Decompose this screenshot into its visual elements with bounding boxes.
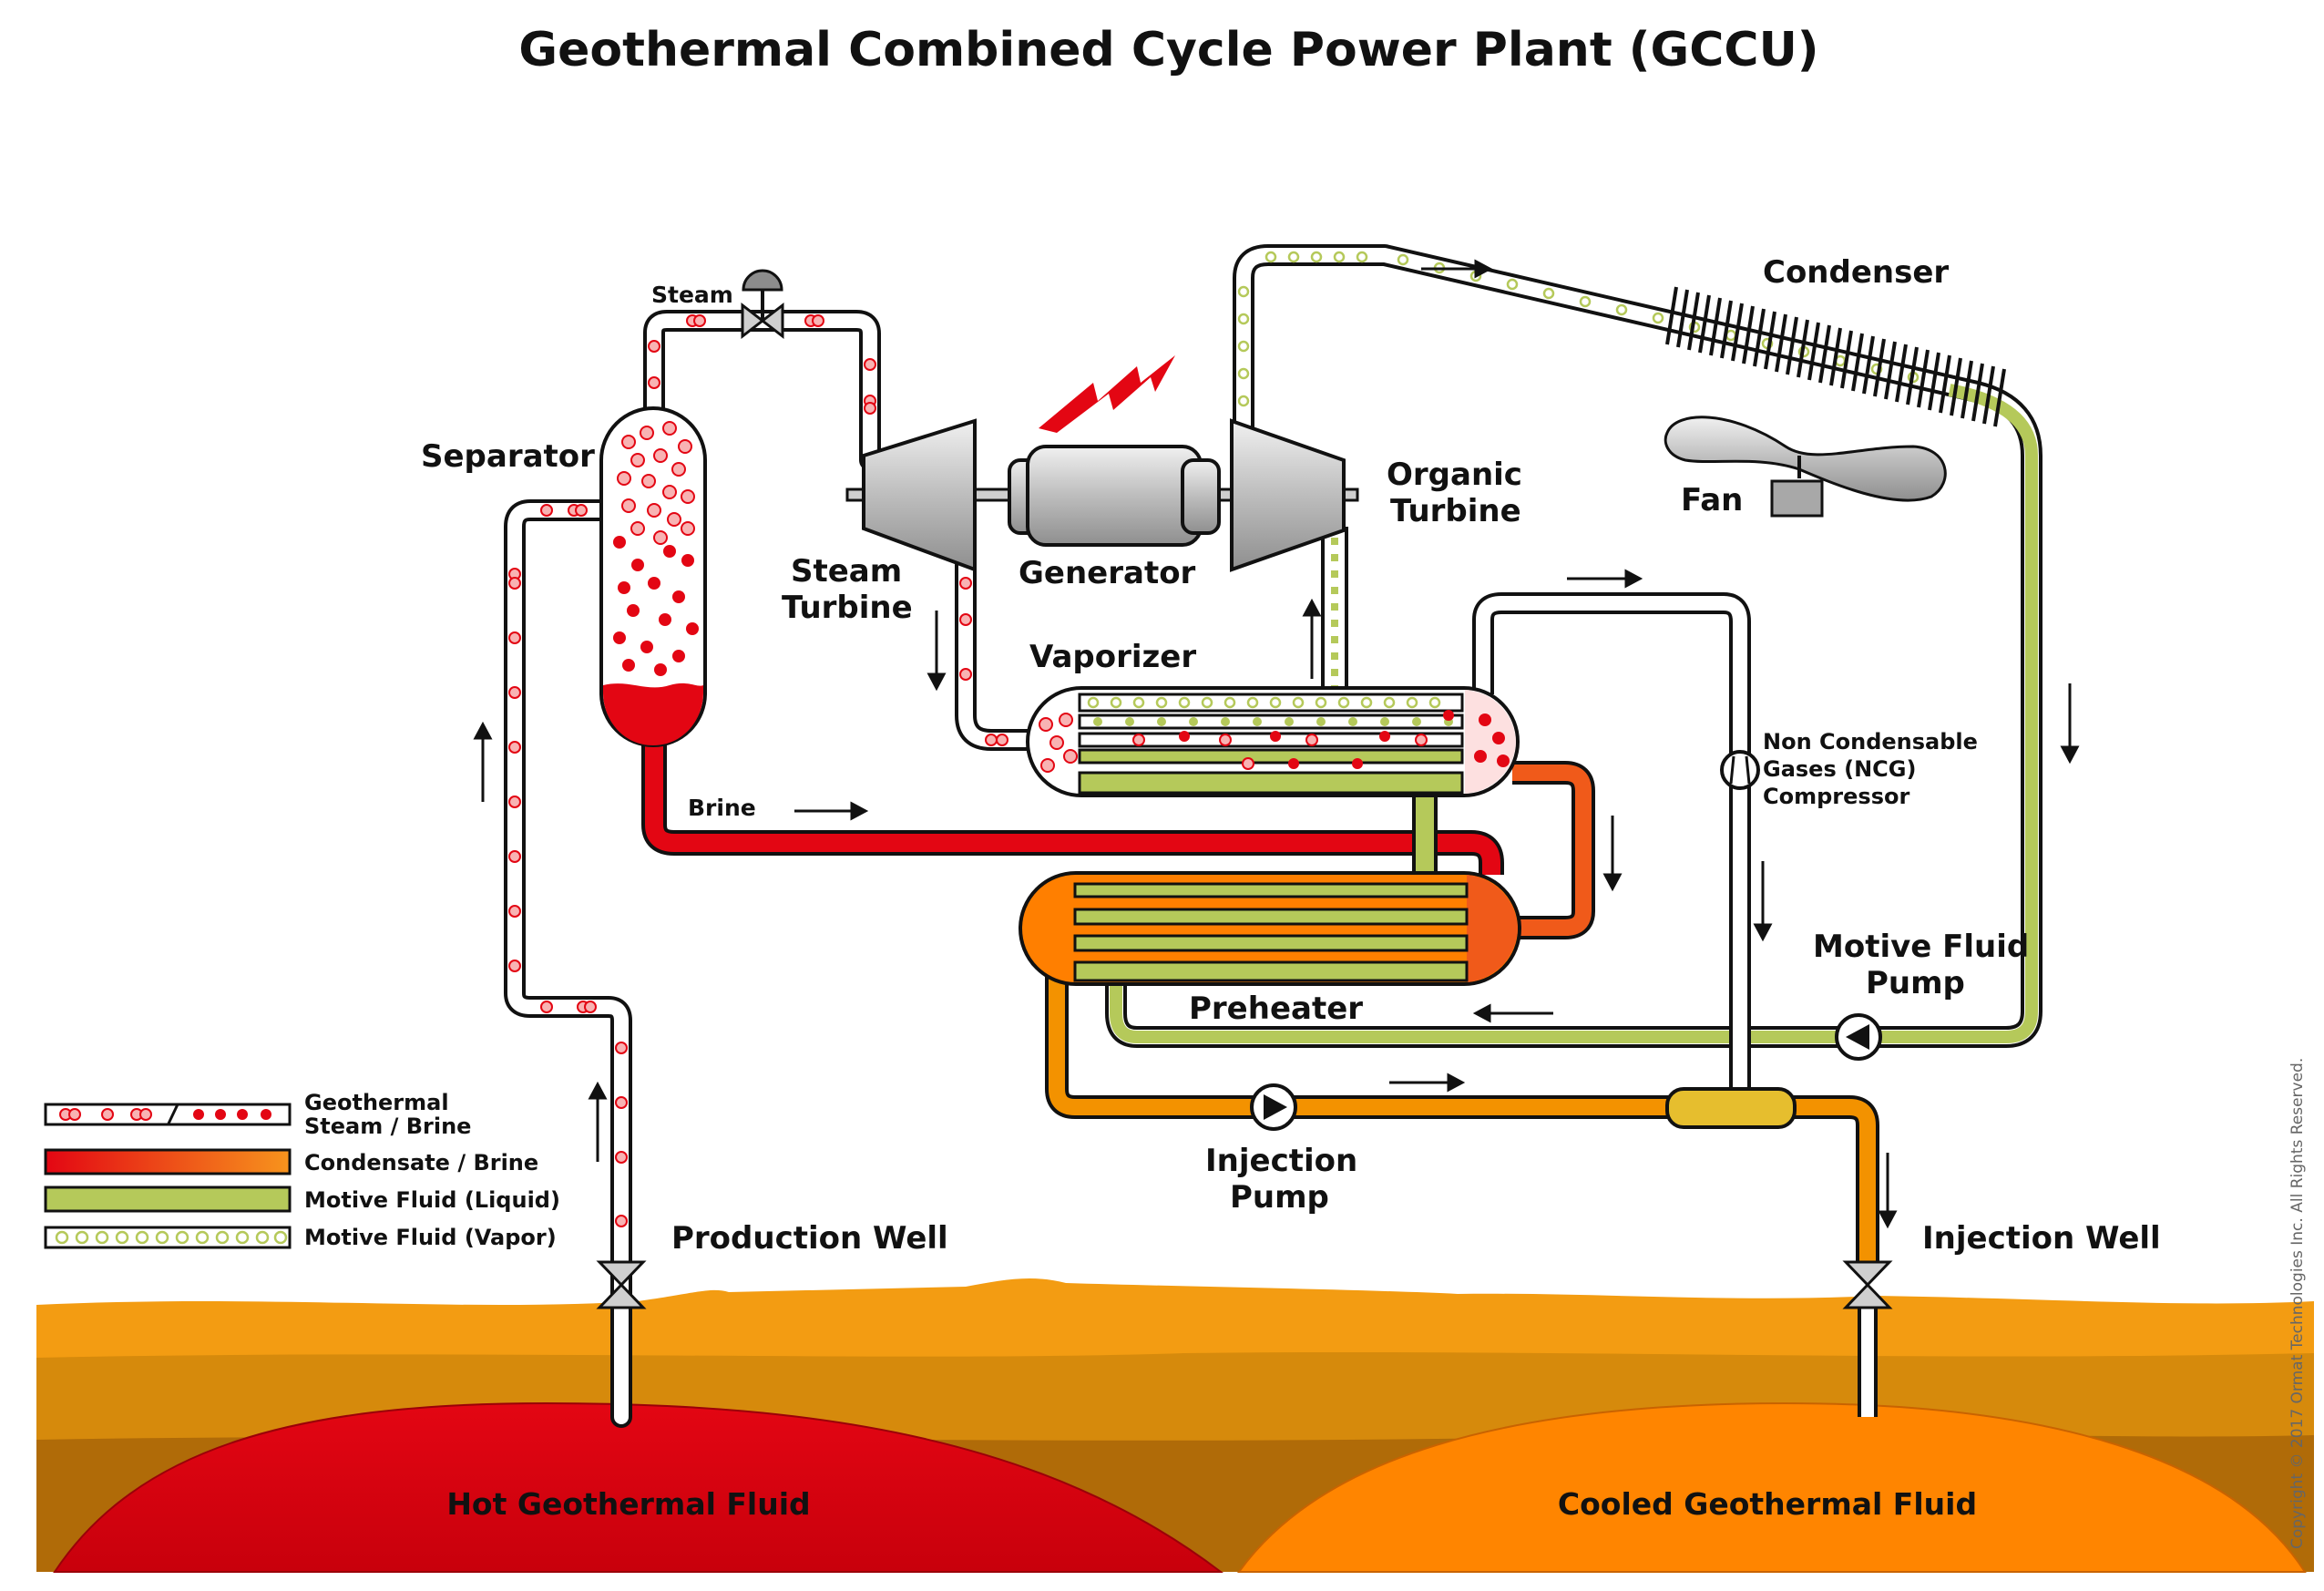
cooled-fluid-reservoir	[1237, 1401, 2307, 1573]
generator-label: Generator	[1019, 555, 1196, 591]
preheater	[1019, 871, 1521, 986]
vapor-feed-pipe	[1321, 527, 1348, 694]
legend-swatch-liquid	[44, 1186, 292, 1213]
steam-pipe	[643, 310, 1049, 751]
ncg-compressor	[1720, 750, 1760, 790]
ncg-pipe	[1472, 592, 1751, 1103]
condensate-pipe	[1512, 761, 1595, 939]
separator-label: Separator	[421, 438, 595, 475]
condenser	[1665, 286, 2006, 427]
legend-vapor-label: Motive Fluid (Vapor)	[304, 1225, 557, 1250]
hot-fluid-reservoir	[53, 1401, 1223, 1573]
copyright-text: Copyright © 2017 Ormat Technologies Inc.…	[2288, 1058, 2307, 1549]
legend-steam-brine-label-2: Steam / Brine	[304, 1114, 471, 1139]
lightning-icon	[1039, 355, 1175, 433]
injection-pump-label-1: Injection	[1205, 1143, 1357, 1179]
production-pipe	[504, 499, 632, 1428]
injection-well-label: Injection Well	[1922, 1220, 2161, 1257]
steam-label: Steam	[651, 282, 733, 308]
vaporizer-brine-drops	[1179, 710, 1510, 769]
steam-turbine	[862, 418, 977, 572]
ncg-label-2: Gases (NCG)	[1763, 756, 1916, 782]
legend-swatch-steam	[44, 1103, 292, 1126]
vaporizer-vapor-dots	[1087, 696, 1441, 709]
injection-well-valve	[1842, 1260, 1893, 1309]
fan-label: Fan	[1681, 482, 1743, 518]
ncg-label-3: Compressor	[1763, 784, 1909, 809]
green-connector	[1412, 793, 1438, 888]
brine-pipe	[641, 720, 1504, 876]
organic-turbine-label-1: Organic	[1387, 457, 1522, 493]
motive-fluid-pump	[1835, 1013, 1882, 1061]
separator-steam-bubbles	[617, 421, 695, 545]
steam-turbine-label-2: Turbine	[782, 590, 913, 626]
hot-fluid-label: Hot Geothermal Fluid	[446, 1486, 810, 1522]
steam-valve	[741, 269, 784, 340]
brine-label: Brine	[688, 795, 756, 821]
injection-pump-label-2: Pump	[1230, 1179, 1329, 1216]
page-title: Geothermal Combined Cycle Power Plant (G…	[518, 23, 1818, 77]
vapor-dots	[1237, 251, 1920, 407]
injection-pipe	[1045, 966, 1879, 1417]
legend-condensate-label: Condensate / Brine	[304, 1150, 538, 1175]
separator-brine-drops	[613, 536, 699, 676]
organic-turbine	[1230, 418, 1346, 572]
legend-liquid-label: Motive Fluid (Liquid)	[304, 1187, 560, 1213]
generator	[1008, 445, 1221, 547]
cooled-fluid-label: Cooled Geothermal Fluid	[1558, 1486, 1977, 1522]
vaporizer-steam-dots	[1039, 713, 1428, 773]
preheater-label: Preheater	[1189, 991, 1363, 1027]
legend-swatch-condensate	[44, 1148, 292, 1175]
vaporizer-label: Vaporizer	[1029, 639, 1196, 675]
condenser-label: Condenser	[1763, 254, 1949, 291]
ncg-mixer	[1665, 1087, 1797, 1129]
ncg-label-1: Non Condensable	[1763, 729, 1978, 754]
steam-dots	[508, 314, 1008, 1227]
production-well-label: Production Well	[671, 1220, 948, 1257]
organic-turbine-label-2: Turbine	[1390, 493, 1521, 529]
fan	[1664, 416, 1947, 518]
separator-vessel	[599, 406, 707, 747]
liquid-pipe	[1110, 384, 2038, 1043]
flow-arrows	[473, 259, 2080, 1229]
steam-turbine-label-1: Steam	[791, 553, 902, 590]
motive-pump-label-1: Motive Fluid	[1813, 929, 2029, 965]
legend: Geothermal Steam / Brine Condensate / Br…	[44, 1090, 560, 1250]
injection-pump	[1250, 1083, 1297, 1131]
motive-pump-label-2: Pump	[1866, 965, 1965, 1001]
legend-steam-brine-label-1: Geothermal	[304, 1090, 449, 1115]
vaporizer-green-dots	[1093, 717, 1453, 726]
vaporizer	[1026, 686, 1520, 797]
production-well-valve	[596, 1260, 647, 1309]
